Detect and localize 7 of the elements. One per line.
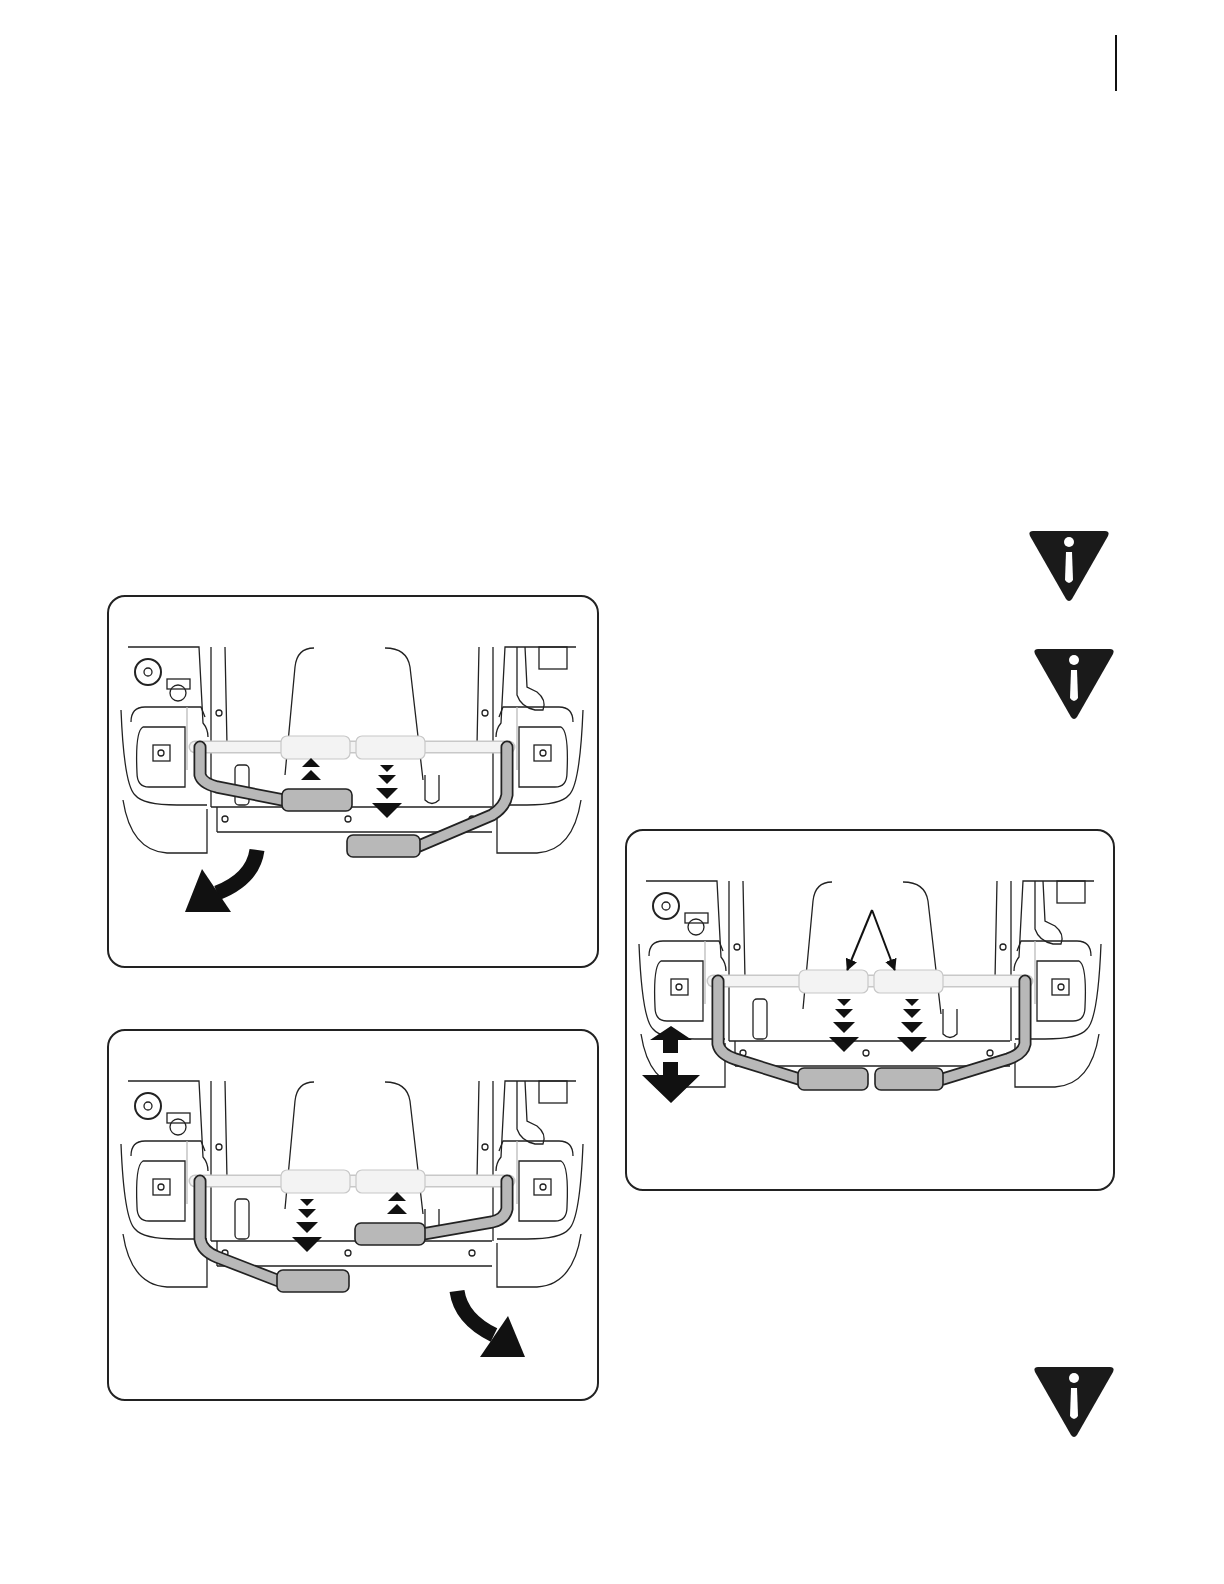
handle-grip bbox=[798, 969, 869, 994]
figure-panel bbox=[107, 595, 599, 968]
leader-line bbox=[871, 909, 897, 972]
leader-line bbox=[845, 909, 873, 972]
figure-panel bbox=[625, 829, 1115, 1191]
figure-panel bbox=[107, 1029, 599, 1401]
handle-grip bbox=[873, 969, 944, 994]
